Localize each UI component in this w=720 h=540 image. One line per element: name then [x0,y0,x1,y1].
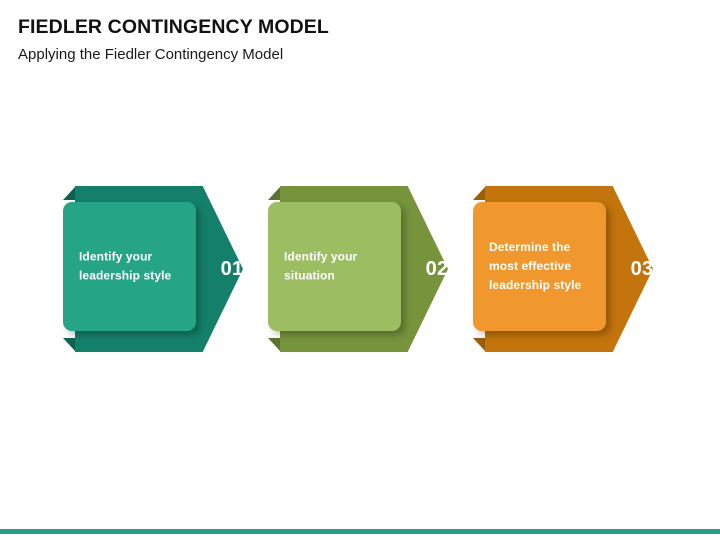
step-card[interactable]: Identify your situation [268,202,401,331]
process-step-3[interactable]: 03 Determine the most effective leadersh… [473,186,653,358]
step-number-label: 02 [425,257,449,280]
step-card[interactable]: Determine the most effective leadership … [473,202,606,331]
step-card[interactable]: Identify your leadership style [63,202,196,331]
ribbon-fold-top-icon [473,187,485,200]
ribbon-fold-bottom-icon [63,338,75,351]
step-card-label: Determine the most effective leadership … [489,239,582,293]
ribbon-fold-bottom-icon [268,338,280,351]
ribbon-fold-top-icon [63,187,75,200]
process-step-1[interactable]: 01 Identify your leadership style [63,186,243,358]
step-number-label: 01 [220,257,244,280]
page-subtitle: Applying the Fiedler Contingency Model [18,46,284,63]
ribbon-fold-bottom-icon [473,338,485,351]
step-card-label: Identify your situation [284,249,358,283]
bottom-accent-bar [0,529,720,534]
process-steps-row: 01 Identify your leadership style 02 Ide… [0,186,720,358]
process-step-2[interactable]: 02 Identify your situation [268,186,448,358]
ribbon-fold-top-icon [268,187,280,200]
slide-header: FIEDLER CONTINGENCY MODEL Applying the F… [18,16,329,63]
step-number-label: 03 [630,257,654,280]
page-title: FIEDLER CONTINGENCY MODEL [18,16,329,38]
step-card-label: Identify your leadership style [79,249,172,283]
